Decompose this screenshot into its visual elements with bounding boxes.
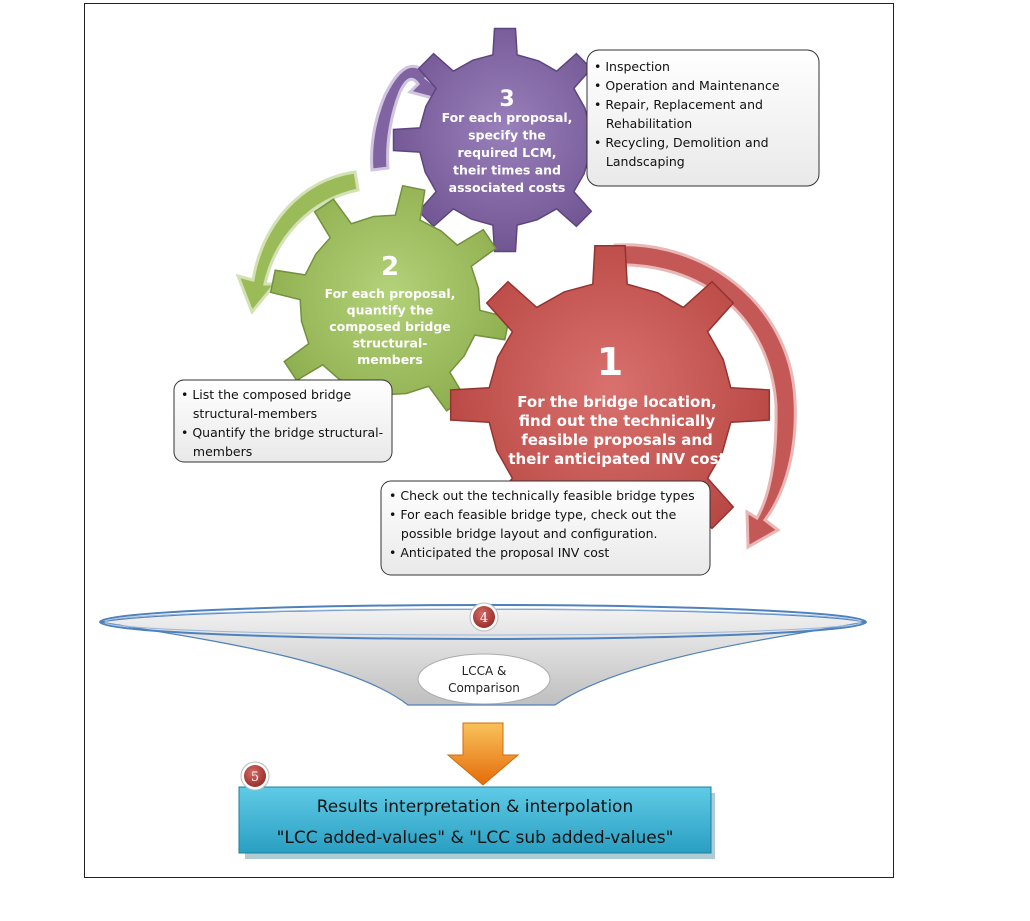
g1text-line: For the bridge location,	[517, 393, 716, 411]
gear-step-2	[269, 184, 511, 426]
b1lines-item: possible bridge layout and configuration…	[389, 526, 658, 541]
g2text-line: composed bridge	[329, 319, 451, 334]
cycle-arrow-green	[235, 170, 360, 315]
results-box: Results interpretation & interpolation "…	[238, 761, 715, 859]
cycle-arrow-purple	[370, 64, 444, 172]
step-4-badge	[473, 606, 495, 628]
b3lines-item: • Inspection	[594, 59, 670, 74]
g2text-line: structural-	[353, 336, 428, 351]
b3lines-item: Landscaping	[594, 154, 685, 169]
gear-1-number: 1	[597, 340, 623, 384]
callout-box-2: • List the composed bridge structural-me…	[173, 379, 393, 463]
g2text-line: members	[357, 352, 423, 367]
g3text-line: required LCM,	[457, 145, 556, 160]
cycle-arrow-red	[613, 243, 797, 550]
b3lines-item: • Recycling, Demolition and	[594, 135, 769, 150]
b1lines-item: • Check out the technically feasible bri…	[389, 488, 695, 503]
b1lines-item: • Anticipated the proposal INV cost	[389, 545, 609, 560]
gear-step-3	[392, 27, 618, 253]
results-line-2: "LCC added-values" & "LCC sub added-valu…	[277, 828, 674, 848]
callout-box-1: • Check out the technically feasible bri…	[380, 480, 711, 576]
b2lines-item: structural-members	[181, 406, 317, 421]
b3lines-item: • Operation and Maintenance	[594, 78, 780, 93]
g1text-line: their anticipated INV cost	[508, 450, 725, 468]
g2text-line: For each proposal,	[325, 286, 456, 301]
down-arrow-icon	[446, 722, 520, 786]
g3text-line: For each proposal,	[442, 110, 573, 125]
b2lines-item: • Quantify the bridge structural-	[181, 425, 383, 440]
lcca-label-line2: Comparison	[448, 681, 520, 695]
results-line-1: Results interpretation & interpolation	[317, 797, 633, 817]
g3text-line: their times and	[453, 163, 561, 178]
gear2-shape	[269, 184, 511, 426]
callout-box-3: • Inspection • Operation and Maintenance •…	[586, 49, 820, 187]
step-5-number: 5	[251, 770, 259, 785]
funnel: 4 LCCA & Comparison	[99, 602, 867, 706]
gear-2-text: 2 For each proposal, quantify thecomposed…	[325, 252, 456, 367]
b1lines-item: • For each feasible bridge type, check o…	[389, 507, 677, 522]
g2text-line: quantify the	[347, 303, 434, 318]
g3text-line: associated costs	[449, 180, 566, 195]
gear-1-text: 1 For the bridge location,find out the t…	[508, 340, 725, 468]
step-5-badge	[244, 765, 266, 787]
step-4-number: 4	[480, 611, 488, 626]
lcca-comparison-node	[417, 653, 551, 705]
b3lines-item: Rehabilitation	[594, 116, 692, 131]
b2lines-item: • List the composed bridge	[181, 387, 351, 402]
g3text-line: specify the	[468, 128, 546, 143]
b3lines-item: • Repair, Replacement and	[594, 97, 763, 112]
g1text-line: find out the technically	[519, 412, 715, 430]
gear-3-number: 3	[499, 87, 514, 112]
gear3-shape	[392, 27, 618, 253]
b2lines-item: members	[181, 444, 252, 459]
gear-3-text: 3 For each proposal, specify the required …	[442, 87, 573, 195]
lcca-label-line1: LCCA &	[462, 664, 507, 678]
g1text-line: feasible proposals and	[521, 431, 713, 449]
gear-2-number: 2	[381, 252, 399, 282]
